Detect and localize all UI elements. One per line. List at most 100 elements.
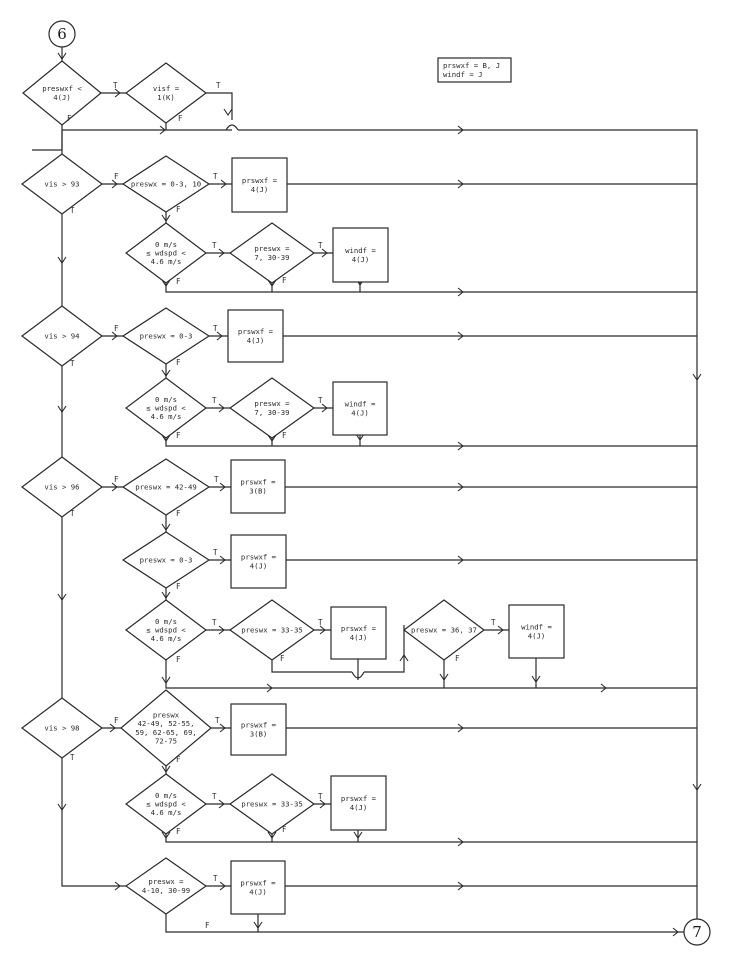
decision-text: ≤ wdspd < [146,626,186,635]
connector-line-3 [32,125,63,154]
arrowhead-7 [457,179,464,189]
arrowhead-33 [219,555,226,565]
decision-b2 [21,305,103,367]
branch-label-25: F [176,582,181,591]
process-r10 [330,775,387,831]
decision-text: 0 m/s [155,791,177,800]
process-text: 4(J) [350,633,368,642]
arrowhead-20 [161,369,171,377]
process-text: 4(J) [350,803,368,812]
process-text: 4(J) [351,409,369,418]
decision-n10 [121,531,211,589]
arrowhead-31 [57,593,67,601]
arrowhead-12 [161,279,171,287]
arrowhead-8 [57,256,67,264]
arrowhead-47 [457,723,464,733]
arrowhead-53 [267,831,277,839]
branch-label-3: F [178,114,183,123]
arrowhead-43 [531,675,541,683]
arrowhead-48 [57,803,67,811]
decision-text: vis > 94 [44,332,80,341]
arrowhead-27 [692,373,702,381]
arrowhead-57 [114,881,121,891]
arrowhead-42 [439,673,449,681]
process-text: prswxf = [241,721,277,730]
decision-n12 [228,599,316,661]
branch-label-30: T [491,618,496,627]
process-r11 [230,860,286,915]
branch-label-13: T [213,324,218,333]
arrowhead-18 [457,331,464,341]
decision-text: 1(K) [157,93,175,102]
decision-text: 72-75 [155,736,177,745]
branch-label-6: T [70,206,75,215]
arrowhead-21 [218,403,225,413]
decision-text: ≤ wdspd < [146,249,186,258]
branch-label-0: T [113,81,118,90]
arrowhead-30 [457,482,464,492]
arrowhead-39 [161,676,171,684]
decision-text: 4.6 m/s [151,257,182,266]
decision-text: 7, 30-39 [254,408,289,417]
decision-text: ≤ wdspd < [146,800,186,809]
arrowhead-32 [161,523,171,531]
branch-label-32: F [114,716,119,725]
branch-label-2: F [67,114,72,123]
branch-label-37: T [318,792,323,801]
process-r1 [231,157,288,213]
legend-box [437,57,512,83]
process-r4 [332,381,388,436]
arrowhead-16 [111,331,118,341]
decision-n17 [124,857,208,915]
branch-label-7: F [176,205,181,214]
branch-label-24: T [213,548,218,557]
end-connector-label: 7 [692,923,702,941]
decision-text: vis > 96 [44,483,79,492]
branch-label-35: F [176,755,181,764]
decision-text: vis > 93 [44,180,79,189]
connector-line-38 [165,660,697,689]
branch-label-18: F [176,431,181,440]
decision-text: preswx = 0-3 [140,556,193,565]
branch-label-23: F [176,509,181,518]
arrowhead-13 [267,279,277,287]
arrowhead-9 [161,214,171,222]
arrowhead-51 [319,799,326,809]
arrowhead-55 [457,837,464,847]
connector-line-53 [165,834,697,843]
arrowhead-2 [223,108,233,116]
arrowhead-36 [218,625,225,635]
arrowhead-54 [353,831,363,839]
decision-n2 [125,62,207,124]
process-r9 [230,703,287,756]
process-text: 4(J) [528,632,546,641]
start-connector-label: 6 [57,25,67,43]
decision-text: visf = [153,84,180,93]
process-r8 [508,604,565,659]
decision-n11 [125,599,207,661]
branch-label-19: F [282,431,287,440]
arrowhead-3 [159,125,166,135]
decision-text: 4(J) [53,93,71,102]
branch-label-31: F [455,654,460,663]
process-text: prswxf = [238,327,274,336]
decision-text: preswx = [254,399,290,408]
process-text: prswxf = [341,624,377,633]
process-r5 [230,459,286,514]
branch-label-20: F [114,475,119,484]
decision-b3 [21,456,103,518]
arrowhead-40 [399,654,409,662]
arrowhead-45 [109,723,116,733]
decision-text: 0 m/s [155,240,177,249]
arrowhead-25 [355,433,365,441]
arrowhead-41 [497,625,504,635]
branch-label-9: T [318,241,323,250]
decision-n7 [125,377,207,439]
decision-text: 7, 30-39 [254,253,289,262]
decision-n14 [120,689,212,767]
decision-text: preswx = [148,877,184,886]
decision-n13 [403,599,485,661]
process-text: prswxf = [242,176,278,185]
branch-label-27: T [318,618,323,627]
